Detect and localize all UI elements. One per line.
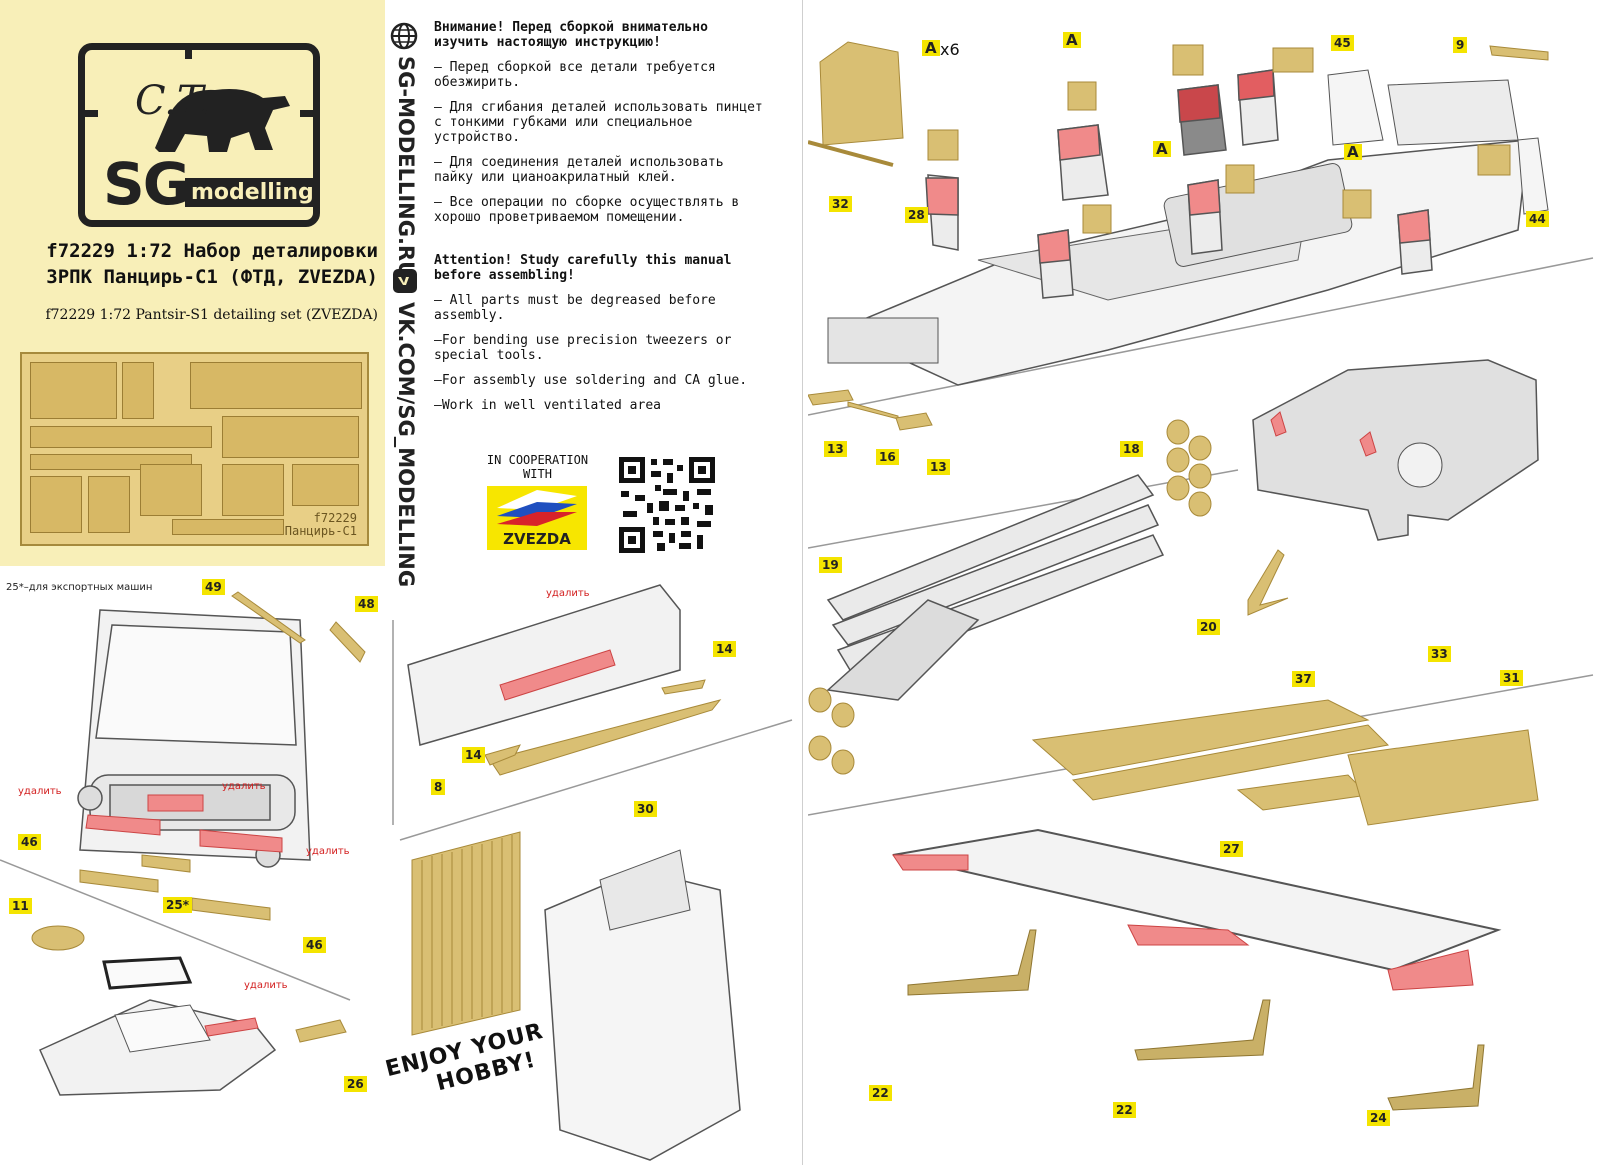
part-label: 48 xyxy=(355,596,378,612)
part-label: 26 xyxy=(344,1076,367,1092)
part-label: 22 xyxy=(869,1085,892,1101)
instructions-en-item: –Work in well ventilated area xyxy=(434,398,661,413)
part-label: 27 xyxy=(1220,841,1243,857)
title-ru: f72229 1:72 Набор деталировки ЗРПК Панци… xyxy=(18,238,378,290)
part-label: 32 xyxy=(829,196,852,212)
globe-icon xyxy=(390,22,418,50)
a-label: A xyxy=(1344,144,1362,160)
part-label: 45 xyxy=(1331,35,1354,51)
bear-icon xyxy=(155,89,290,152)
part-label: 46 xyxy=(303,937,326,953)
left-diagrams xyxy=(0,584,793,1161)
logo-script: C.T. xyxy=(135,78,211,124)
part-label: 13 xyxy=(927,459,950,475)
instructions-ru-item: – Все операции по сборке осуществлять в … xyxy=(434,195,740,225)
remove-note: удалить xyxy=(222,781,266,792)
remove-note: удалить xyxy=(244,980,288,991)
sg-modelling-logo: C.T. SG modelling xyxy=(78,43,320,227)
page-divider xyxy=(802,0,803,1165)
vertical-links: SG-MODELLING.RU VK.COM/SG_MODELLING xyxy=(388,22,424,587)
part-label: 14 xyxy=(713,641,736,657)
right-diagrams xyxy=(808,41,1594,1111)
part-label: 44 xyxy=(1526,211,1549,227)
part-label: 16 xyxy=(876,449,899,465)
part-label: 14 xyxy=(462,747,485,763)
fret-label: f72229 Панцирь-С1 xyxy=(284,511,357,538)
part-label: 19 xyxy=(819,557,842,573)
instructions-ru-item: – Перед сборкой все детали требуется обе… xyxy=(434,60,716,90)
part-label: 24 xyxy=(1367,1110,1390,1126)
part-label: 37 xyxy=(1292,671,1315,687)
vk-icon xyxy=(393,269,417,293)
part-label: 28 xyxy=(905,207,928,223)
remove-note: удалить xyxy=(546,588,590,599)
part-label: 9 xyxy=(1453,37,1468,53)
a-label: A xyxy=(1063,32,1081,48)
logo-sg: SG xyxy=(103,150,190,218)
part-label: 31 xyxy=(1500,670,1523,686)
part-label: 30 xyxy=(634,801,657,817)
part-label: 49 xyxy=(202,579,225,595)
a-multiplier: x6 xyxy=(940,40,960,59)
remove-note: удалить xyxy=(306,846,350,857)
instructions-en-item: –For assembly use soldering and CA glue. xyxy=(434,373,748,388)
instructions-en-item: –For bending use precision tweezers or s… xyxy=(434,333,732,363)
instructions: Внимание! Перед сборкой внимательно изуч… xyxy=(434,20,769,423)
part-label: 20 xyxy=(1197,619,1220,635)
instructions-ru-heading: Внимание! Перед сборкой внимательно изуч… xyxy=(434,20,708,50)
part-label: 33 xyxy=(1428,646,1451,662)
part-label: 13 xyxy=(824,441,847,457)
part-label: 46 xyxy=(18,834,41,850)
instructions-ru-item: – Для соединения деталей использовать па… xyxy=(434,155,724,185)
title-ru-line2: ЗРПК Панцирь-С1 (ФТД, ZVEZDA) xyxy=(46,266,378,288)
title-en: f72229 1:72 Pantsir-S1 detailing set (ZV… xyxy=(45,307,378,323)
vk-link[interactable]: VK.COM/SG_MODELLING xyxy=(394,302,418,588)
a-label: A xyxy=(1153,141,1171,157)
part-label: 11 xyxy=(9,898,32,914)
export-note: 25*–для экспортных машин xyxy=(6,582,153,593)
zvezda-flag-icon xyxy=(497,490,577,526)
cooperation-text: IN COOPERATION WITH xyxy=(486,453,589,481)
instructions-en-heading: Attention! Study carefully this manual b… xyxy=(434,253,732,283)
part-label: 18 xyxy=(1120,441,1143,457)
title-ru-line1: f72229 1:72 Набор деталировки xyxy=(46,240,378,262)
remove-note: удалить xyxy=(18,786,62,797)
instructions-ru-item: – Для сгибания деталей использовать пинц… xyxy=(434,100,763,145)
part-label: 25* xyxy=(163,897,192,913)
site-link[interactable]: SG-MODELLING.RU xyxy=(394,56,418,279)
zvezda-wordmark: ZVEZDA xyxy=(503,530,571,548)
a-label: A xyxy=(922,40,940,56)
part-label: 22 xyxy=(1113,1102,1136,1118)
qr-code-icon[interactable] xyxy=(617,455,717,555)
photo-etch-fret: f72229 Панцирь-С1 xyxy=(20,352,369,546)
part-label: 8 xyxy=(431,779,446,795)
instructions-en-item: – All parts must be degreased before ass… xyxy=(434,293,716,323)
logo-modelling: modelling xyxy=(185,178,320,207)
zvezda-logo: ZVEZDA xyxy=(487,486,587,550)
